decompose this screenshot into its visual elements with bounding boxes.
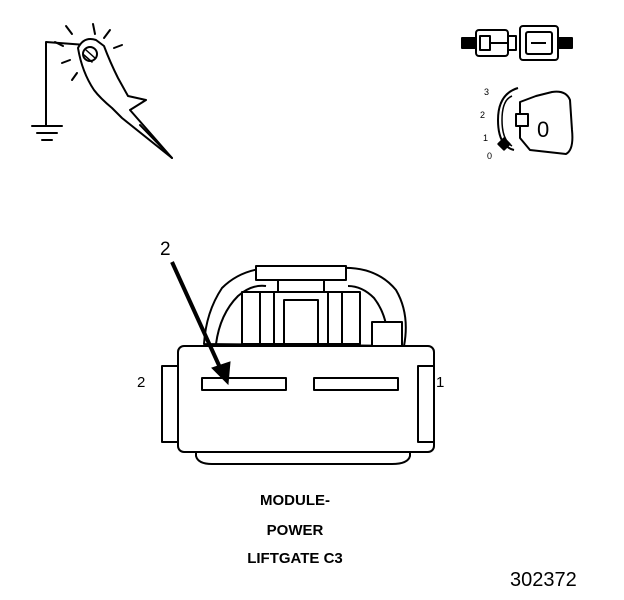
key-position-1: 1 [483, 133, 489, 143]
disconnected-connector-icon [461, 25, 573, 61]
terminal-slot-2 [201, 377, 287, 391]
connector-title-line-1: MODULE- [260, 492, 330, 509]
ignition-key-icon [497, 87, 574, 155]
connector-title-line-2: POWER [266, 522, 324, 539]
callout-pin-label: 2 [160, 239, 171, 260]
connector-body [161, 265, 435, 465]
callout-arrow [170, 261, 231, 386]
probe-to-ground-icon [31, 23, 173, 159]
figure-number: 302372 [510, 569, 577, 591]
pin-1-label: 1 [436, 374, 445, 391]
connector-title-line-3: LIFTGATE C3 [247, 550, 343, 567]
key-position-3: 3 [484, 87, 490, 97]
terminal-slot-1 [313, 377, 399, 391]
key-position-0: 0 [487, 151, 493, 161]
key-position-2: 2 [480, 110, 486, 120]
pin-2-label: 2 [137, 374, 146, 391]
key-letter: 0 [537, 117, 550, 142]
